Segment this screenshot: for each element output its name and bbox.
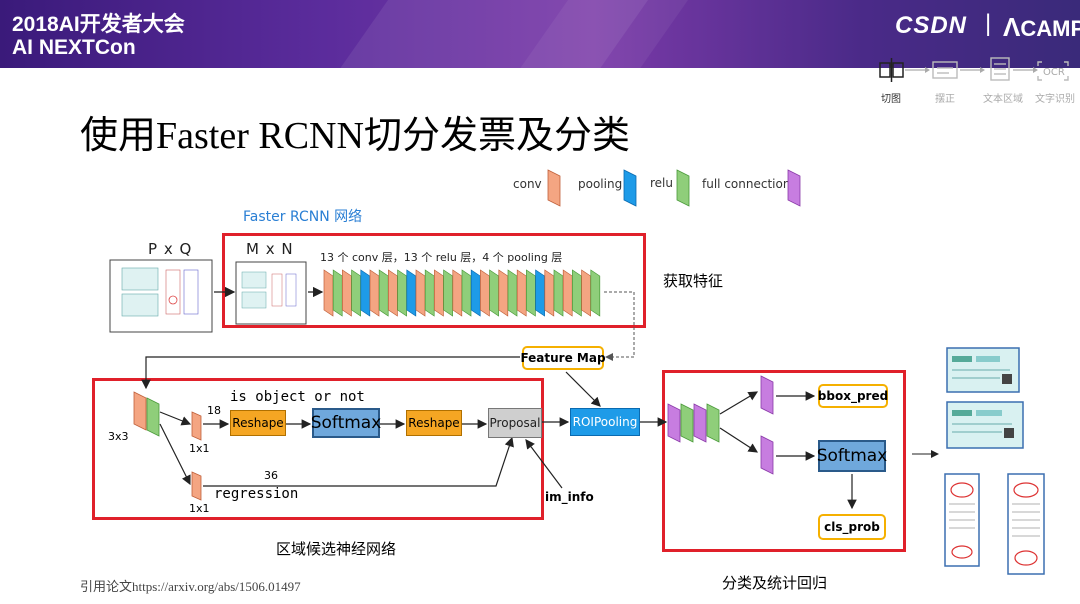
output-train-ticket-1	[946, 347, 1020, 393]
pooling-layer	[406, 269, 417, 317]
resized-invoice-sketch	[241, 271, 297, 309]
rpn-relu-layer	[146, 397, 160, 437]
cls-fc-layer	[760, 435, 774, 475]
slide-title: 使用Faster RCNN切分发票及分类	[80, 115, 630, 157]
relu-layer	[378, 269, 389, 317]
rpn-conv3x3-layer	[133, 391, 147, 431]
layers-note: 13 个 conv 层，13 个 relu 层，4 个 pooling 层	[320, 251, 563, 264]
pooling-layer	[535, 269, 545, 317]
conv-layer	[544, 269, 555, 317]
pipeline-step-straighten: 摆正	[935, 94, 955, 105]
resize-size-label: M x N	[246, 240, 294, 258]
reshape-node-2: Reshape	[406, 410, 462, 436]
pooling-layer	[470, 269, 481, 317]
kernel-1x1-bottom-label: 1x1	[189, 502, 210, 515]
legend-fc-label: full connection	[702, 177, 791, 191]
im-info-label: im_info	[545, 490, 594, 504]
relu-layer	[332, 269, 343, 317]
feature-extraction-highlight	[222, 233, 646, 328]
legend-conv-label: conv	[513, 177, 542, 191]
bbox-pred-node: bbox_pred	[818, 384, 888, 408]
conv-layer	[323, 269, 334, 317]
input-size-label: P x Q	[148, 240, 193, 258]
relu-layer	[397, 269, 407, 317]
relu-layer	[443, 269, 453, 317]
feature-extraction-label: 获取特征	[663, 272, 724, 290]
csdn-logo: CSDN	[895, 12, 968, 39]
output-receipt-2	[1007, 473, 1045, 575]
anchor-18-label: 18	[207, 404, 221, 417]
conv-layer	[342, 269, 352, 317]
relu-layer	[553, 269, 564, 317]
conv-layer	[388, 269, 398, 317]
pipeline-step-ocr: 文字识别	[1035, 94, 1075, 105]
network-caption: Faster RCNN 网络	[243, 209, 363, 225]
conv-layer	[369, 269, 380, 317]
rpn-reg-1x1-layer	[191, 471, 202, 501]
legend-pooling-swatch	[623, 169, 637, 207]
output-train-ticket-2	[946, 401, 1024, 449]
pooling-layer	[360, 269, 371, 317]
camp-logo: ΛCAMP	[1003, 12, 1080, 42]
relu-layer	[461, 269, 472, 317]
cls-prob-node: cls_prob	[818, 514, 886, 540]
event-title: 2018AI开发者大会	[12, 13, 185, 36]
event-subtitle: AI NEXTCon	[12, 36, 136, 59]
kernel-1x1-top-label: 1x1	[189, 442, 210, 455]
is-object-label: is object or not	[230, 389, 365, 405]
relu-layer	[572, 269, 582, 317]
cls-softmax-node: Softmax	[817, 440, 887, 472]
input-invoice-sketch	[121, 267, 199, 317]
ocr-icon-text: OCR	[1043, 67, 1065, 78]
fc-layer-stack	[667, 403, 720, 443]
legend-conv-swatch	[547, 169, 561, 207]
header-banner: 2018AI开发者大会 AI NEXTCon CSDN | ΛCAMP	[0, 0, 1080, 68]
conv-layer	[562, 269, 573, 317]
relu-layer	[351, 269, 361, 317]
pipeline-step-crop: 切图	[881, 94, 901, 105]
rpn-cls-1x1-layer	[191, 411, 202, 441]
conv-layer	[581, 269, 591, 317]
classifier-caption: 分类及统计回归	[722, 574, 828, 592]
conv-layer	[434, 269, 444, 317]
bbox-fc-layer	[760, 375, 774, 415]
output-receipt-1	[944, 473, 980, 567]
relu-layer	[526, 269, 536, 317]
relu-layer	[590, 269, 601, 317]
anchor-36-label: 36	[264, 469, 278, 482]
conv-layer-stack	[323, 269, 601, 317]
classifier-highlight	[662, 370, 906, 552]
rpn-softmax-node: Softmax	[311, 408, 381, 438]
pipeline-step-text-region: 文本区域	[983, 94, 1023, 105]
legend-fc-swatch	[787, 169, 801, 207]
logo-separator: |	[985, 10, 992, 37]
citation: 引用论文https://arxiv.org/abs/1506.01497	[80, 579, 301, 594]
relu-layer	[424, 269, 435, 317]
legend-pooling-label: pooling	[578, 177, 623, 191]
conv-layer	[480, 269, 490, 317]
reshape-node-1: Reshape	[230, 410, 286, 436]
legend-relu-swatch	[676, 169, 690, 207]
roi-pooling-node: ROIPooling	[570, 408, 640, 436]
conv-layer	[516, 269, 527, 317]
kernel-3x3-label: 3x3	[108, 430, 129, 443]
feature-map-node: Feature Map	[520, 346, 606, 370]
rpn-highlight	[92, 378, 544, 520]
relu-layer	[507, 269, 518, 317]
conv-layer	[498, 269, 509, 317]
proposal-node: Proposal	[488, 408, 542, 438]
rpn-caption: 区域候选神经网络	[276, 540, 397, 558]
conv-layer	[415, 269, 426, 317]
legend-relu-label: relu	[650, 176, 673, 190]
regression-label: regression	[214, 486, 299, 502]
conv-layer	[452, 269, 463, 317]
relu-layer	[489, 269, 499, 317]
